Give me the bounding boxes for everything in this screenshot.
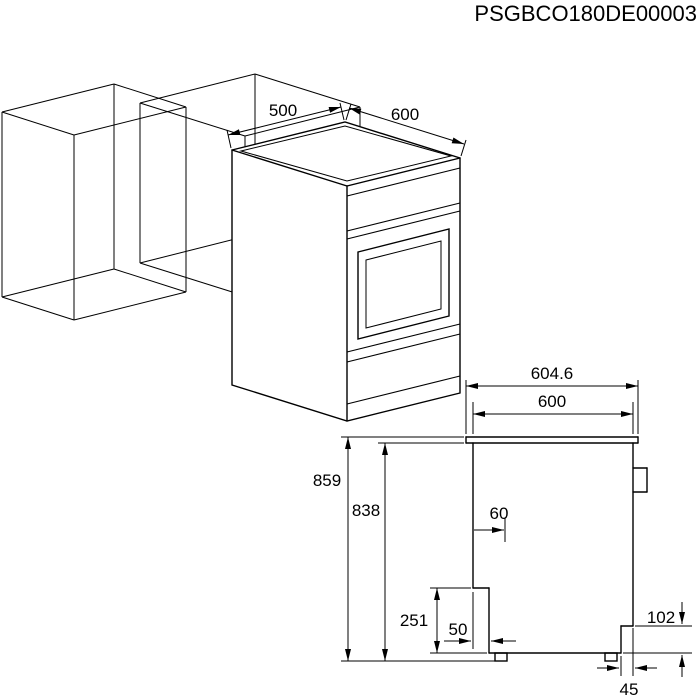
oven-door-top-line (346, 210, 461, 240)
oven-door-window-outer (357, 228, 450, 340)
dim-overall-height-859: 859 (313, 471, 341, 490)
dim-overall-depth-604-6: 604.6 (531, 364, 574, 383)
drawing-code: PSGBCO180DE00003 (474, 1, 697, 26)
dim-base-height-251: 251 (400, 611, 428, 630)
dim-front-offset-60: 60 (490, 504, 509, 523)
left-cabinet (1, 83, 187, 321)
control-panel-bottom-line (346, 202, 461, 232)
drawer-top-line (346, 333, 461, 363)
dim-body-height-838: 838 (352, 501, 380, 520)
control-panel-top-line (346, 167, 461, 197)
dim-body-depth-600: 600 (538, 392, 566, 411)
cooker-body (231, 121, 461, 422)
front-foot (494, 652, 508, 662)
dim-cooktop-depth-500: 500 (269, 101, 297, 120)
oven-door-bottom-line (346, 323, 461, 353)
dim-rear-recess-depth-45: 45 (620, 680, 639, 699)
dim-cooktop-width-600: 600 (391, 105, 419, 124)
isometric-dimensions: 500 600 (226, 101, 467, 157)
cooker-isometric (231, 121, 461, 422)
side-view-dimensions: 604.6 600 859 838 60 251 50 102 (313, 364, 692, 699)
drawer-bottom-line (346, 375, 461, 405)
dim-rear-recess-height-102: 102 (647, 608, 675, 627)
rear-foot (604, 652, 618, 662)
cooker-side-view (465, 436, 648, 662)
dim-base-recess-50: 50 (449, 620, 468, 639)
oven-door-window-inner (365, 240, 442, 329)
